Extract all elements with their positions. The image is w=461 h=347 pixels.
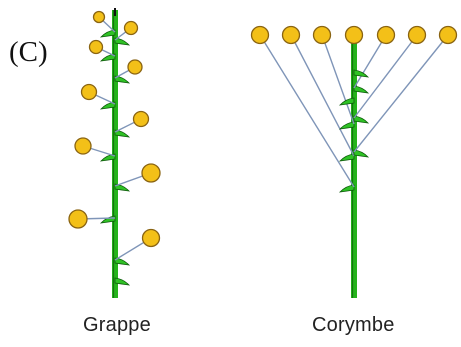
grappe-flower-4: [128, 60, 142, 74]
grappe-flower-5: [82, 85, 97, 100]
grappe-flower-8: [142, 164, 160, 182]
corymbe-flower-2-pedicel: [291, 35, 354, 156]
grappe-diagram: [69, 8, 160, 298]
corymbe-flower-5: [378, 27, 395, 44]
corymbe-flower-6: [409, 27, 426, 44]
grappe-flower-6: [134, 112, 149, 127]
grappe-caption: Grappe: [83, 314, 151, 337]
corymbe-flower-3: [314, 27, 331, 44]
corymbe-flower-7: [440, 27, 457, 44]
corymbe-flower-1: [252, 27, 269, 44]
corymbe-flower-7-pedicel: [354, 35, 448, 152]
corymbe-flower-4: [346, 27, 363, 44]
grappe-flower-2: [125, 22, 138, 35]
grappe-flower-1: [94, 12, 105, 23]
grappe-flower-3: [90, 41, 103, 54]
corymbe-flower-5-pedicel: [354, 35, 386, 88]
grappe-flower-10: [143, 230, 160, 247]
grappe-flower-7: [75, 138, 91, 154]
corymbe-flower-2: [283, 27, 300, 44]
corymbe-diagram: [252, 27, 457, 299]
corymbe-flower-3-pedicel: [322, 35, 354, 124]
corymbe-flower-1-pedicel: [260, 35, 354, 187]
grappe-flower-9: [69, 210, 87, 228]
corymbe-caption: Corymbe: [312, 314, 395, 337]
